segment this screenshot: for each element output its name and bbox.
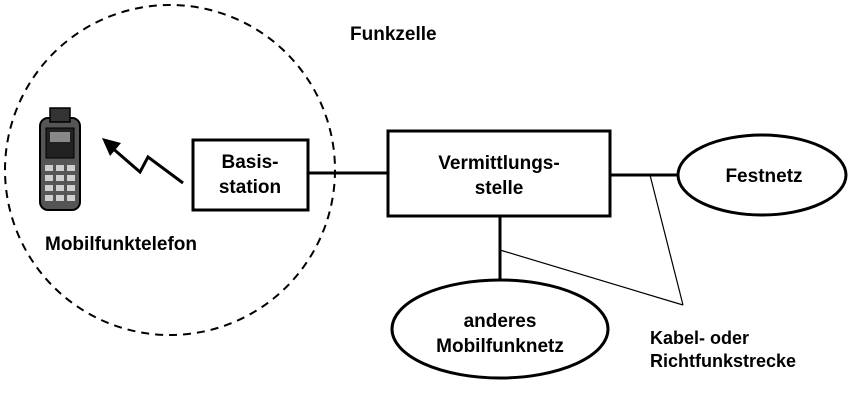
other-mobile-network-label-line1: anderes [464,311,537,332]
mobile-phone-icon [39,107,81,211]
switching-center-box [386,129,612,218]
pointer-line-to-vertical-link [499,249,684,306]
link-type-label-line2: Richtfunkstrecke [650,351,796,371]
radio-signal-icon [102,138,184,185]
link-type-label-line1: Kabel- oder [650,328,749,348]
base-station-box [191,138,310,212]
base-station-label-line1: Basis- [221,152,278,173]
base-station-label-line2: station [219,177,281,198]
other-mobile-network-ellipse [390,278,610,380]
phone-label: Mobilfunktelefon [45,234,197,255]
radio-cell-boundary [4,4,336,336]
switching-center-label-line2: stelle [475,178,524,199]
other-mobile-network-label-line2: Mobilfunknetz [436,336,564,357]
cell-label: Funkzelle [350,24,437,45]
pointer-line-to-horizontal-link [649,174,684,306]
fixed-network-ellipse [676,133,848,217]
switching-center-label-line1: Vermittlungs- [438,153,559,174]
fixed-network-label: Festnetz [725,166,802,187]
